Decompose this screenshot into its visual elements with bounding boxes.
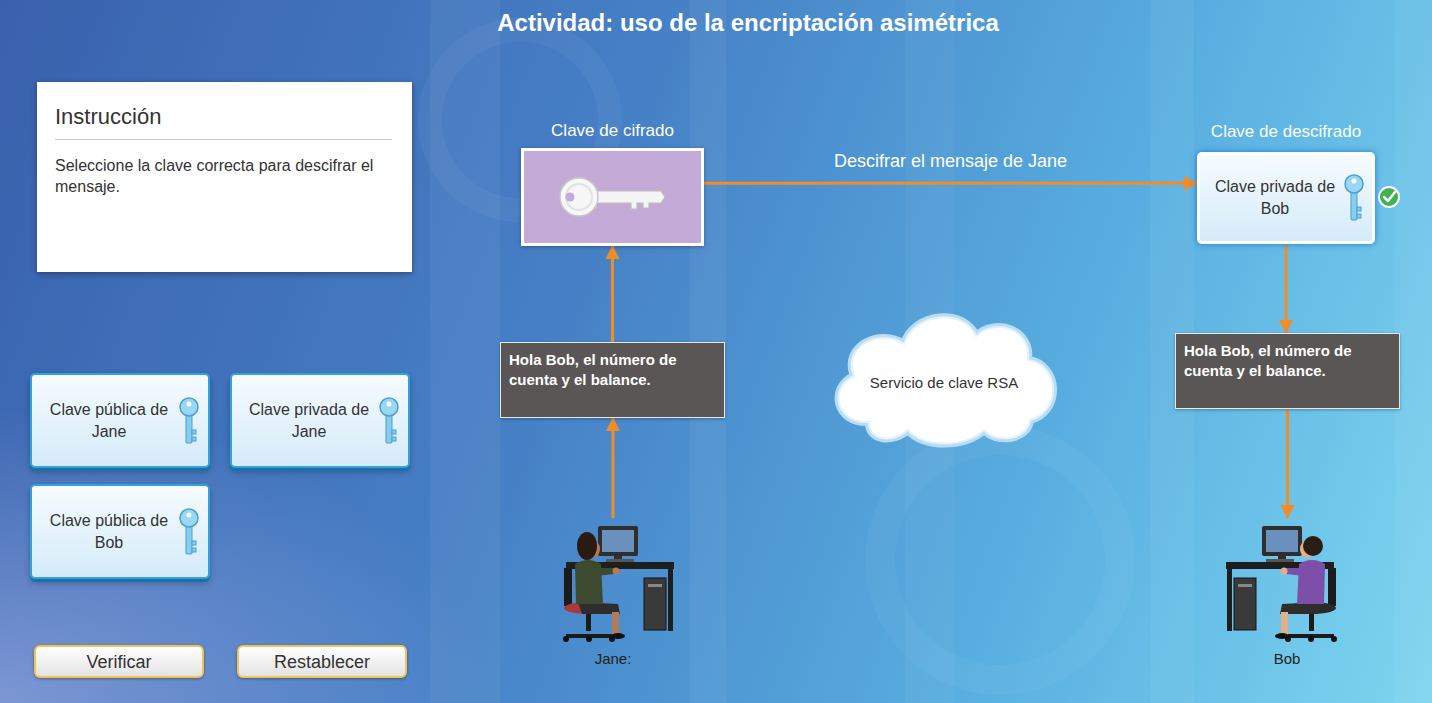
button-label: Restablecer bbox=[274, 651, 370, 673]
key-icon bbox=[179, 508, 199, 556]
person-name: Jane: bbox=[595, 650, 632, 668]
instruction-panel: InstrucciónSeleccione la clave correcta … bbox=[37, 82, 412, 272]
check-icon bbox=[1379, 187, 1399, 207]
button: Verificar bbox=[34, 645, 204, 678]
key-icon bbox=[1344, 174, 1364, 222]
title-wrap: Actividad: uso de la encriptación asimét… bbox=[497, 8, 999, 38]
key-icon bbox=[379, 397, 399, 445]
message-box: Hola Bob, el número de cuenta y el balan… bbox=[1175, 333, 1400, 409]
cloud-service: Servicio de clave RSA bbox=[824, 300, 1064, 448]
panel-heading: Instrucción bbox=[55, 104, 392, 140]
arrow-connector bbox=[1286, 409, 1289, 518]
arrow-connector bbox=[1285, 244, 1288, 333]
message-text: Hola Bob, el número de cuenta y el balan… bbox=[1184, 341, 1391, 381]
key-slot: Clave de cifrado bbox=[521, 148, 704, 246]
card-label: Clave pública de Bob bbox=[41, 510, 177, 554]
page-title: Actividad: uso de la encriptación asimét… bbox=[497, 8, 999, 38]
key-card: Clave pública de Bob bbox=[30, 484, 210, 579]
panel-body: Seleccione la clave correcta para descif… bbox=[55, 155, 392, 197]
edge-label: Descifrar el mensaje de Jane bbox=[834, 150, 1067, 172]
key-icon bbox=[179, 397, 199, 445]
key-icon bbox=[557, 174, 669, 220]
edge-label-wrap: Descifrar el mensaje de Jane bbox=[834, 150, 1067, 172]
slot-heading: Clave de descifrado bbox=[1147, 122, 1425, 142]
key-card: Clave privada de Bob bbox=[1197, 152, 1375, 244]
key-slot: Clave de descifradoClave privada de Bob bbox=[1197, 152, 1375, 244]
person-name: Bob bbox=[1274, 650, 1301, 668]
arrow-connector bbox=[612, 418, 615, 518]
card-label: Clave privada de Jane bbox=[241, 399, 377, 443]
cloud-label: Servicio de clave RSA bbox=[870, 374, 1018, 391]
arrow-connector bbox=[704, 182, 1197, 185]
person-figure bbox=[1222, 518, 1352, 648]
person-node: Jane: bbox=[548, 518, 678, 673]
message-box: Hola Bob, el número de cuenta y el balan… bbox=[500, 342, 725, 418]
slot-heading: Clave de cifrado bbox=[474, 121, 751, 141]
key-card: Clave pública de Jane bbox=[30, 373, 210, 468]
button: Restablecer bbox=[237, 645, 407, 678]
message-text: Hola Bob, el número de cuenta y el balan… bbox=[509, 350, 716, 390]
key-card: Clave privada de Jane bbox=[230, 373, 410, 468]
arrow-connector bbox=[611, 246, 614, 342]
card-label: Clave pública de Jane bbox=[41, 399, 177, 443]
person-node: Bob bbox=[1222, 518, 1352, 673]
card-label: Clave privada de Bob bbox=[1208, 176, 1342, 220]
button-label: Verificar bbox=[86, 651, 151, 673]
person-figure bbox=[548, 518, 678, 648]
